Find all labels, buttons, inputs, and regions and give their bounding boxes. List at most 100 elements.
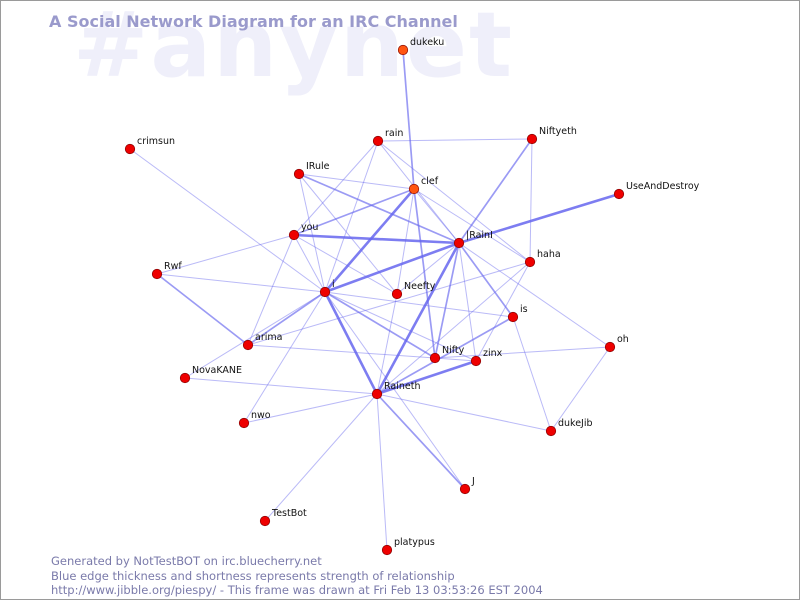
edge-i-Raineth <box>323 290 379 396</box>
edges-layer <box>129 49 621 551</box>
channel-watermark: #anynet <box>73 0 515 98</box>
node-label-Neefty: Neefty <box>404 281 436 292</box>
edge-you-i <box>293 234 326 293</box>
node-dot-clef <box>408 183 420 195</box>
node-arima: arima <box>242 332 282 351</box>
edge-Raineth-TestBot <box>264 393 378 522</box>
node-NovaKANE: NovaKANE <box>179 365 242 384</box>
node-nwo: nwo <box>238 410 271 429</box>
node-is: is <box>507 304 528 323</box>
node-haha: haha <box>524 249 561 268</box>
node-label-arima: arima <box>255 332 282 343</box>
footer-legend-note: Blue edge thickness and shortness repres… <box>51 568 455 583</box>
node-dukeku: dukeku <box>397 37 444 56</box>
edge-IRule-clef <box>298 173 415 190</box>
node-UseAndDestroy: UseAndDestroy <box>613 181 700 200</box>
node-dot-haha <box>524 256 536 268</box>
node-crimsun: crimsun <box>124 136 175 155</box>
node-label-Raineth: Raineth <box>384 381 420 392</box>
node-label-is: is <box>520 304 528 315</box>
diagram-title: A Social Network Diagram for an IRC Chan… <box>49 12 458 31</box>
edge-crimsun-i <box>129 148 326 293</box>
node-dot-NovaKANE <box>179 372 191 384</box>
node-label-platypus: platypus <box>394 537 435 548</box>
node-label-IRule: IRule <box>306 161 330 172</box>
node-dot-Neefty <box>391 288 403 300</box>
node-label-haha: haha <box>537 249 561 260</box>
node-i: i <box>319 279 335 298</box>
node-Neefty: Neefty <box>391 281 436 300</box>
node-label-crimsun: crimsun <box>137 136 175 147</box>
edge-Rwf-i <box>156 273 326 293</box>
edge-rain-you <box>293 140 379 236</box>
edge-rain-haha <box>377 140 531 263</box>
edge-haha-Raineth <box>376 261 531 395</box>
node-Nifty: Nifty <box>429 345 465 364</box>
footer-info: Generated by NotTestBOT on irc.bluecherr… <box>51 554 543 598</box>
edge-haha-arima <box>247 261 531 346</box>
edge-clef-IRainI <box>413 188 460 244</box>
node-dot-Niftyeth <box>526 133 538 145</box>
edge-IRainI-is <box>458 242 514 318</box>
edge-IRainI-Neefty <box>396 242 460 295</box>
edge-IRainI-oh <box>458 242 611 348</box>
edge-you-IRainI <box>292 233 461 245</box>
footer-source-link[interactable]: http://www.jibble.org/piespy/ - This fra… <box>51 583 543 597</box>
node-dot-IRule <box>293 168 305 180</box>
node-dot-Nifty <box>429 352 441 364</box>
node-dot-dukeku <box>397 44 409 56</box>
edge-Raineth-nwo <box>243 393 378 424</box>
edge-arima-Nifty <box>247 344 436 359</box>
footer-generated-by: Generated by NotTestBOT on irc.bluecherr… <box>51 554 322 568</box>
edge-Raineth-dukeJib <box>376 393 552 432</box>
node-label-i: i <box>332 279 335 290</box>
node-label-Niftyeth: Niftyeth <box>539 126 577 137</box>
node-dot-platypus <box>381 544 393 556</box>
node-dot-you <box>288 229 300 241</box>
node-IRule: IRule <box>293 161 330 180</box>
node-Rwf: Rwf <box>151 261 182 280</box>
edge-IRainI-Nifty <box>434 242 460 359</box>
edge-IRainI-Raineth <box>375 241 461 396</box>
edge-IRule-Neefty <box>298 173 398 295</box>
node-dot-nwo <box>238 417 250 429</box>
edge-zinx-Raineth <box>375 359 478 396</box>
edge-i-Nifty <box>324 291 436 359</box>
edge-Rwf-you <box>156 234 295 275</box>
node-clef: clef <box>408 176 439 195</box>
node-label-Nifty: Nifty <box>442 345 465 356</box>
edge-Rwf-arima <box>156 273 249 346</box>
edge-clef-you <box>293 188 415 236</box>
node-IRainI: |RainI <box>453 230 493 249</box>
node-label-Rwf: Rwf <box>164 261 182 272</box>
edge-is-Raineth <box>376 316 514 395</box>
edge-you-Neefty <box>293 234 398 295</box>
edge-dukeku-clef <box>402 49 415 190</box>
node-label-nwo: nwo <box>251 410 271 421</box>
node-dot-UseAndDestroy <box>613 188 625 200</box>
node-oh: oh <box>604 334 629 353</box>
edge-Neefty-Raineth <box>376 293 398 395</box>
node-dot-TestBot <box>259 515 271 527</box>
node-label-you: you <box>301 222 318 233</box>
node-dot-crimsun <box>124 143 136 155</box>
edge-Niftyeth-haha <box>529 138 533 263</box>
node-Raineth: Raineth <box>371 381 420 400</box>
edge-you-arima <box>247 234 295 346</box>
node-dot-IRainI <box>453 237 465 249</box>
node-label-NovaKANE: NovaKANE <box>192 365 242 376</box>
edge-i-NovaKANE <box>184 291 326 379</box>
node-label-UseAndDestroy: UseAndDestroy <box>626 181 700 192</box>
node-label-oh: oh <box>617 334 629 345</box>
node-label-dukeJib: dukeJib <box>558 418 593 429</box>
node-dot-i <box>319 286 331 298</box>
edge-IRainI-i <box>323 241 461 294</box>
edge-haha-zinx <box>475 261 531 362</box>
node-dot-Raineth <box>371 388 383 400</box>
node-rain: rain <box>372 128 403 147</box>
edge-clef-haha <box>413 188 531 263</box>
node-dukeJib: dukeJib <box>545 418 593 437</box>
